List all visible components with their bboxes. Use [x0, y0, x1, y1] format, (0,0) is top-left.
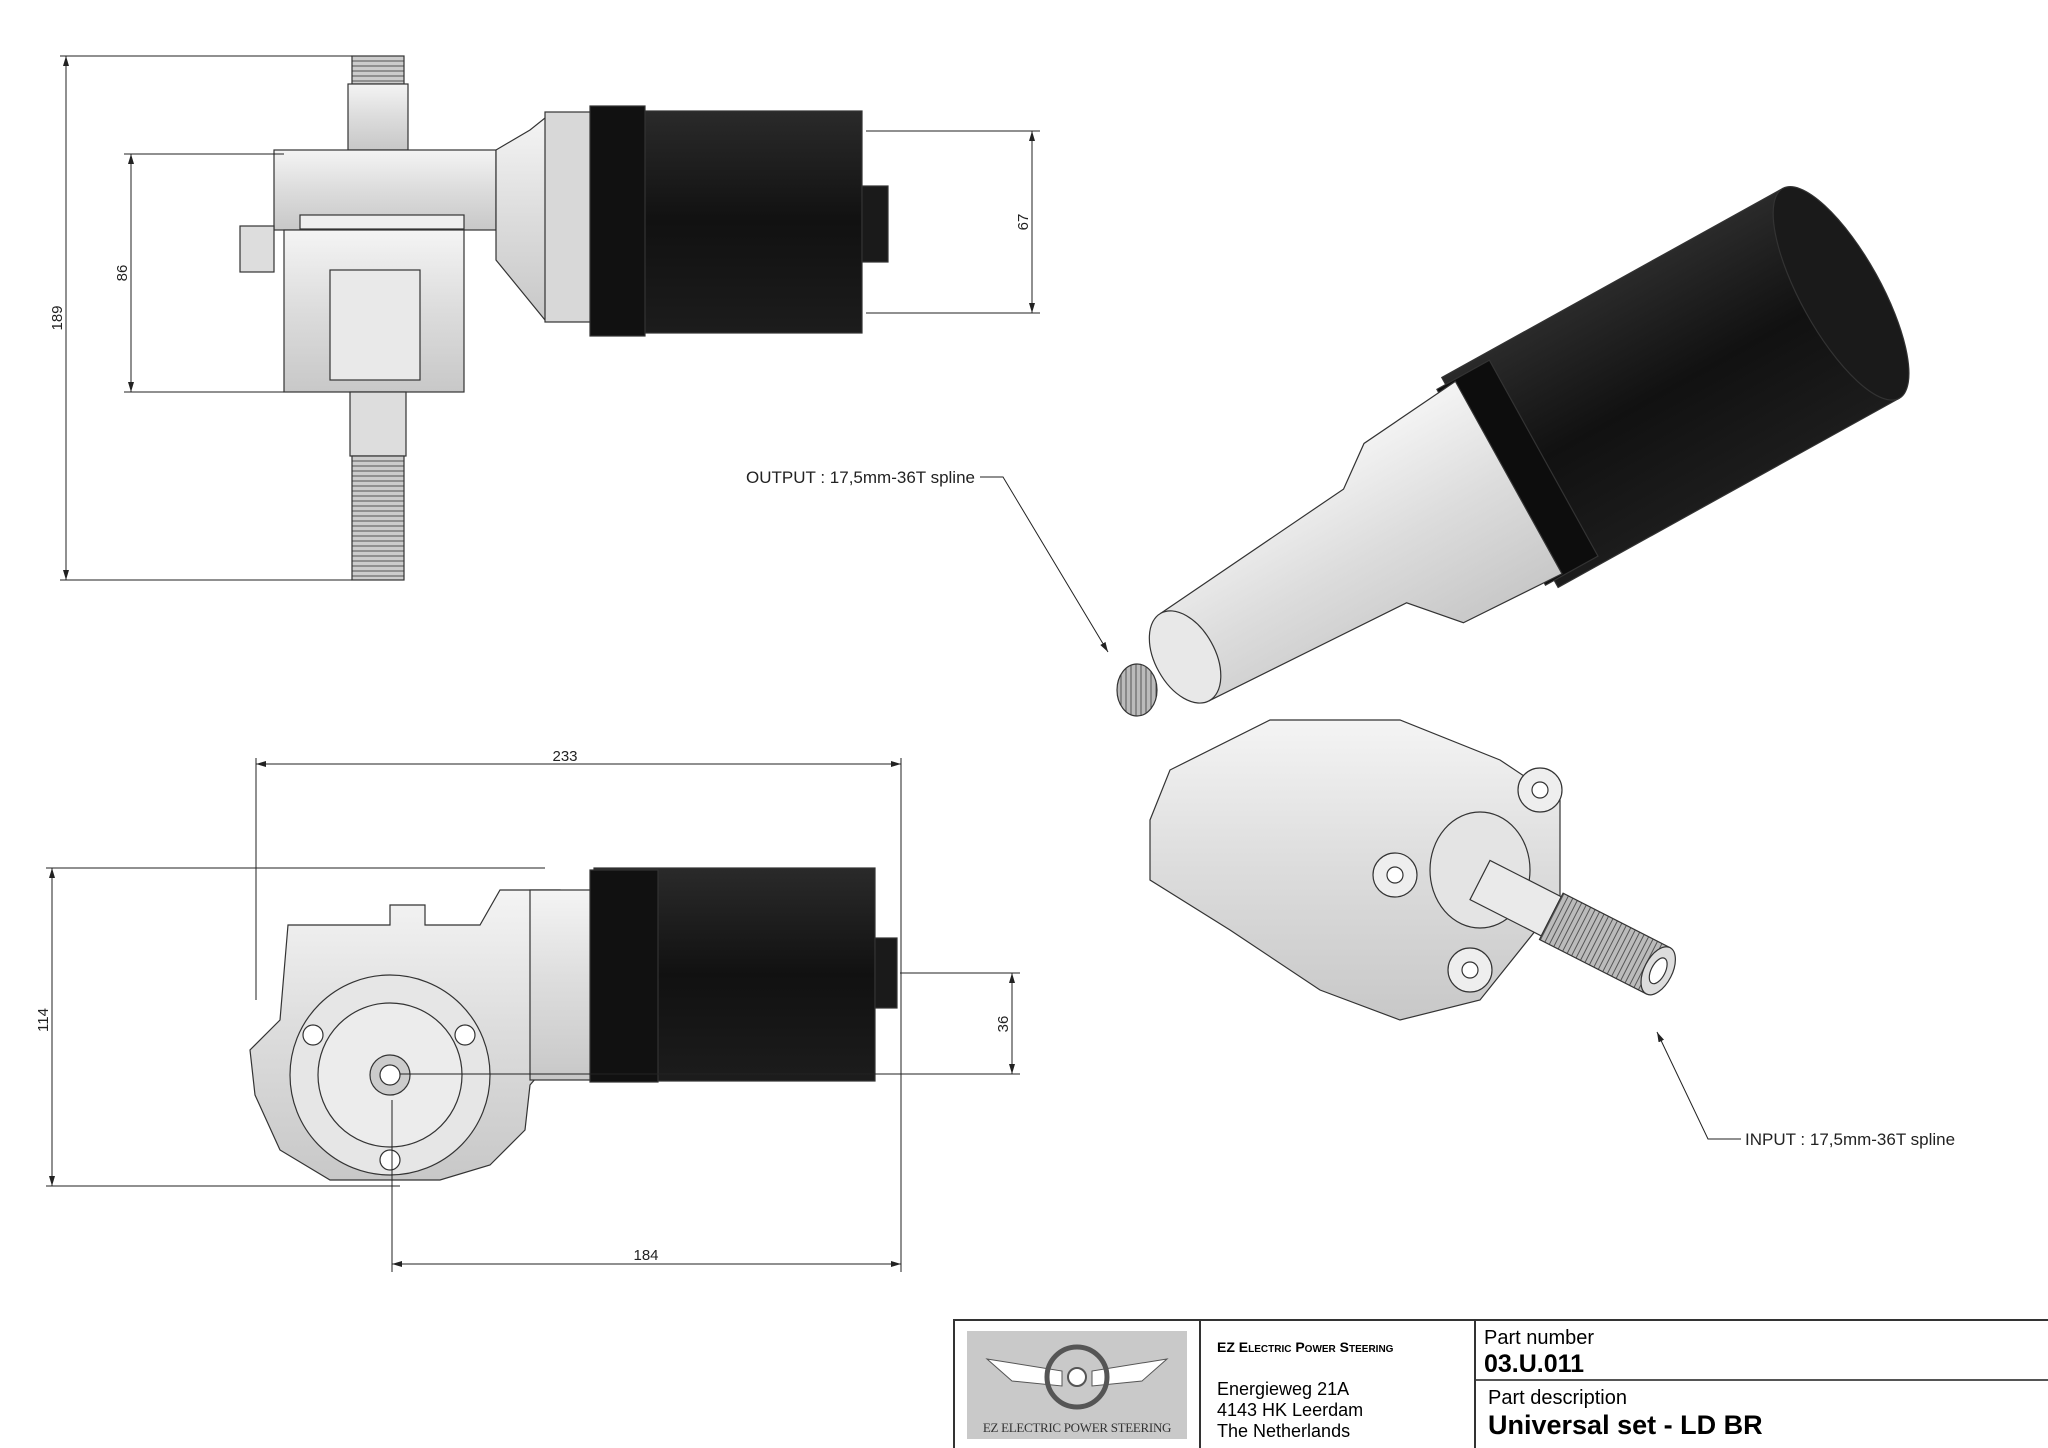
logo-text: EZ ELECTRIC POWER STEERING	[982, 1419, 1172, 1435]
input-callout: INPUT : 17,5mm-36T spline	[1745, 1130, 1955, 1149]
company-cell: EZ Electric Power Steering Energieweg 21…	[1201, 1321, 1476, 1448]
address-line: The Netherlands	[1217, 1421, 1351, 1441]
callout-leaders	[980, 476, 1741, 1140]
address: Energieweg 21A 4143 HK Leerdam The Nethe…	[1217, 1379, 1474, 1442]
part-cell: Part number 03.U.011 Part description Un…	[1476, 1321, 2048, 1448]
dim-189: 189	[49, 305, 66, 330]
input-spline	[351, 455, 405, 581]
output-spline	[351, 55, 405, 85]
top-view-dimensions	[60, 55, 1040, 581]
dim-184: 184	[633, 1247, 658, 1264]
side-view-dimensions	[46, 758, 1020, 1272]
dim-233: 233	[552, 748, 577, 765]
dim-36: 36	[995, 1016, 1012, 1033]
part-number-label: Part number	[1484, 1327, 1595, 1349]
part-description-label: Part description	[1488, 1387, 1627, 1409]
wings-logo-icon	[985, 1344, 1169, 1409]
company-logo: EZ ELECTRIC POWER STEERING	[967, 1330, 1187, 1439]
address-line: Energieweg 21A	[1217, 1379, 1350, 1399]
motor-end-cap	[874, 937, 898, 1009]
dim-86: 86	[114, 265, 131, 282]
dim-67: 67	[1015, 214, 1032, 231]
part-description: Universal set - LD BR	[1488, 1410, 1763, 1440]
logo-cell: EZ ELECTRIC POWER STEERING	[955, 1321, 1201, 1448]
output-callout: OUTPUT : 17,5mm-36T spline	[746, 468, 975, 487]
motor-end-cap	[861, 185, 889, 263]
top-view	[239, 55, 889, 581]
address-line: 4143 HK Leerdam	[1217, 1400, 1364, 1420]
dim-114: 114	[35, 1008, 52, 1032]
output-spline	[1116, 663, 1158, 717]
title-block: EZ ELECTRIC POWER STEERING EZ Electric P…	[953, 1319, 2048, 1448]
part-description-cell: Part description Universal set - LD BR	[1476, 1381, 2048, 1448]
company-name: EZ Electric Power Steering	[1217, 1339, 1394, 1355]
part-number-cell: Part number 03.U.011	[1476, 1321, 2048, 1381]
isometric-view	[1116, 186, 1910, 1021]
part-number: 03.U.011	[1484, 1350, 1585, 1378]
side-view	[249, 867, 898, 1181]
